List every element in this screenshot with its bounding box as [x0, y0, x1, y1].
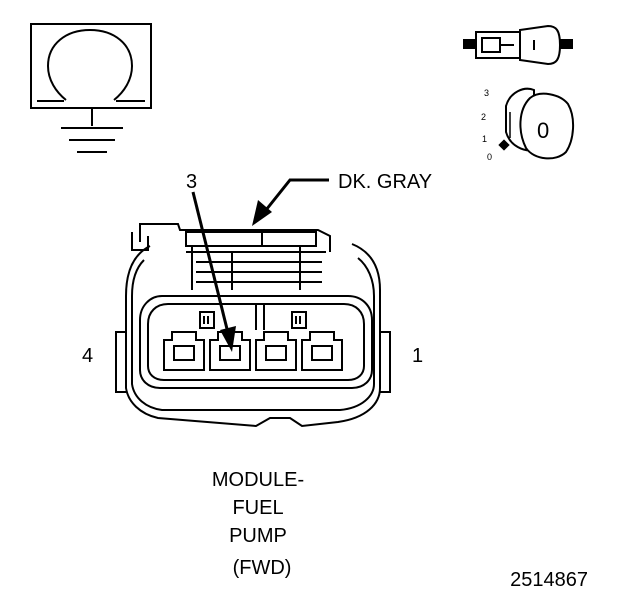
terminal-cavity-1 [301, 331, 343, 371]
connector-mating-icon [463, 24, 573, 66]
component-name-line-2: FUEL [232, 497, 283, 519]
key-position-3: 3 [484, 88, 489, 98]
color-callout-arrowhead [252, 200, 272, 226]
pin-label-right: 1 [412, 345, 423, 367]
color-callout-leader [264, 178, 329, 211]
connector-body [115, 223, 391, 428]
key-position-2: 2 [481, 112, 486, 122]
key-label: 0 [537, 118, 549, 143]
terminal-cavity-4 [163, 331, 205, 371]
terminal-cavity-3 [209, 331, 251, 371]
ohmmeter-ground-icon [30, 23, 152, 153]
key-position-1: 1 [482, 134, 487, 144]
ignition-key-off-icon [498, 87, 574, 160]
figure-number: 2514867 [510, 569, 588, 591]
component-name-line-1: MODULE- [212, 469, 304, 491]
pin-label-left: 4 [82, 345, 93, 367]
component-name-line-4: (FWD) [233, 557, 292, 579]
component-name-line-3: PUMP [229, 525, 287, 547]
terminal-cavity-2 [255, 331, 297, 371]
connector-color-label: DK. GRAY [338, 171, 432, 193]
pin-callout-arrowhead [220, 326, 236, 352]
key-position-0: 0 [487, 152, 492, 162]
pin-callout-label: 3 [186, 171, 197, 193]
